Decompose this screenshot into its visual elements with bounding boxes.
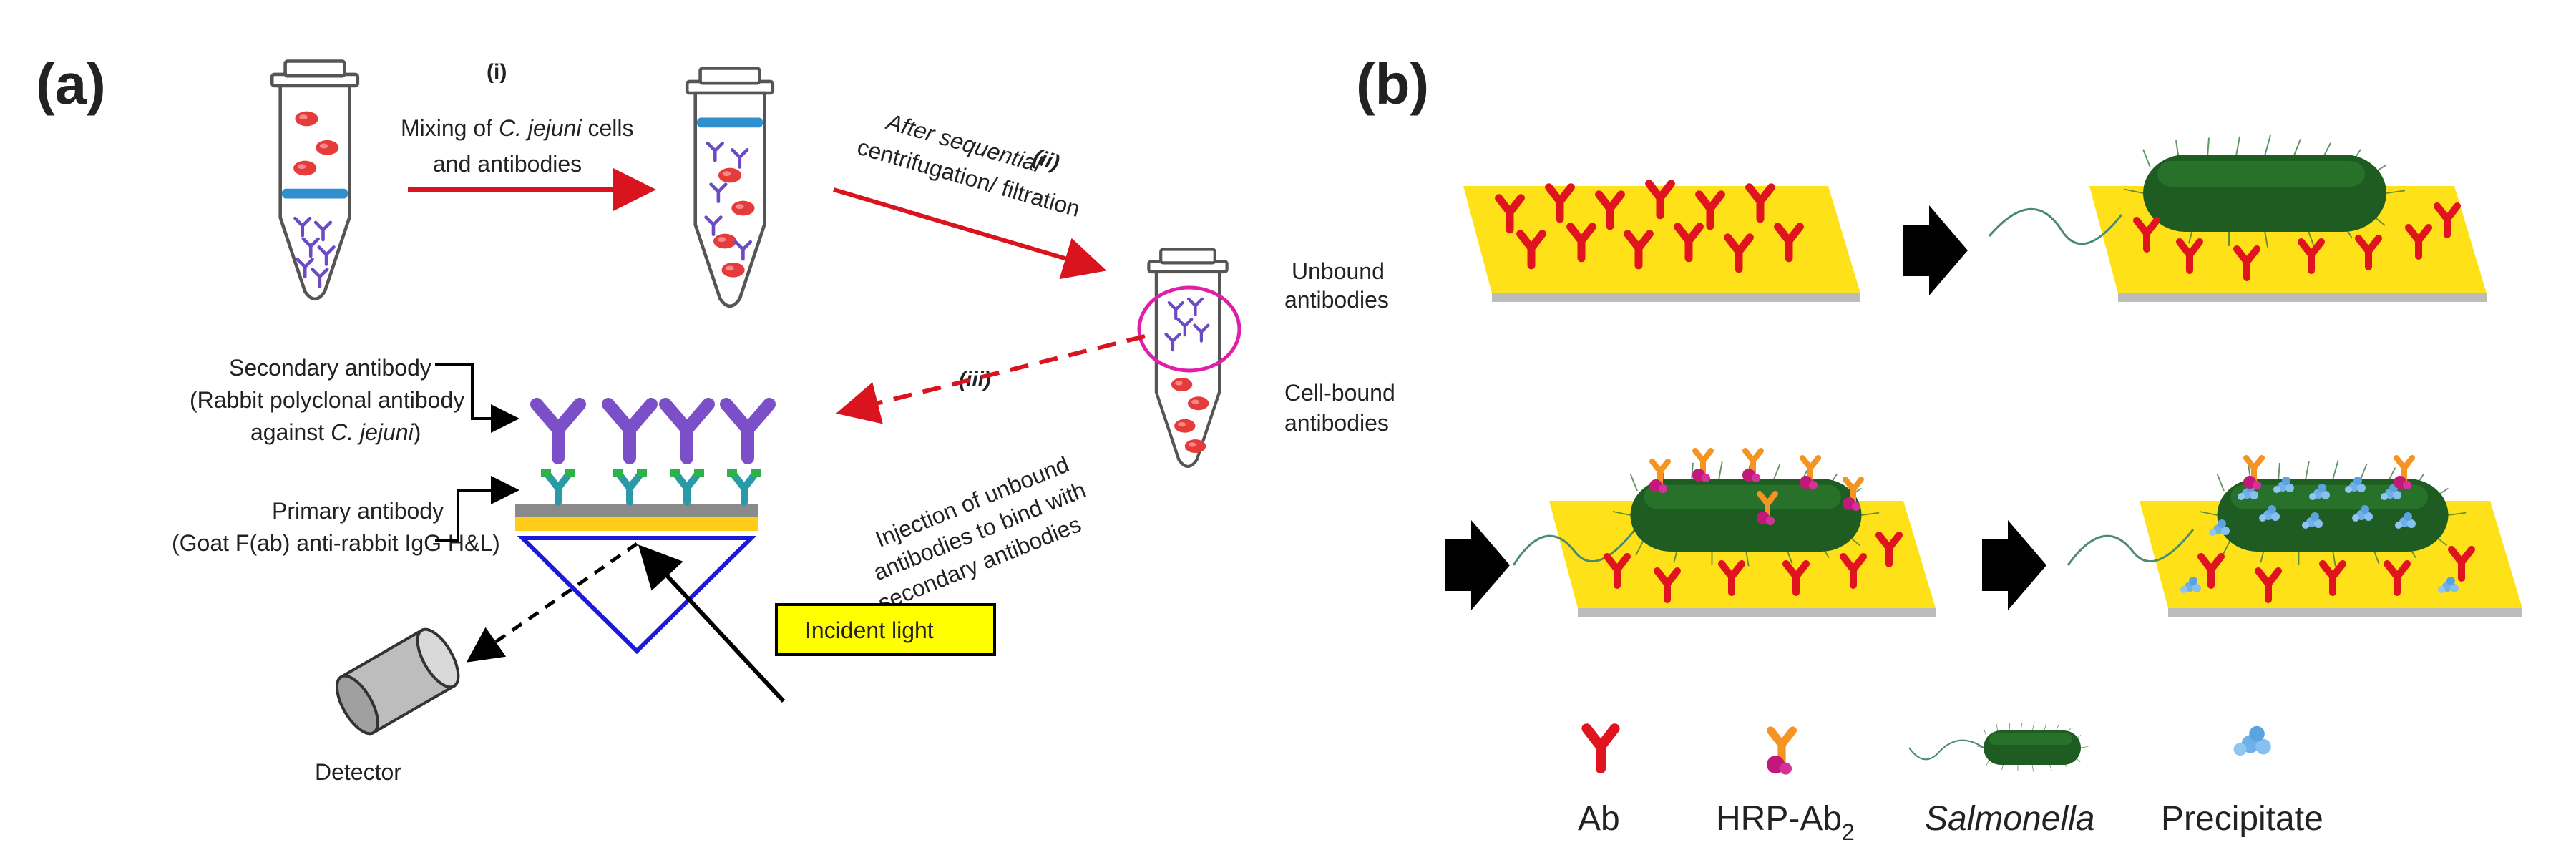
step-2-text: (ii) After sequential centrifugation/ fi… [854, 108, 1083, 222]
primary-antibody-line-2: (Goat F(ab) anti-rabbit IgG H&L) [172, 530, 500, 556]
cell-bound-label-1: Cell-bound [1284, 380, 1395, 406]
step-1-number: (i) [487, 60, 507, 84]
tube-icon [272, 62, 358, 299]
panel-b-label: (b) [1356, 52, 1429, 116]
primary-antibodies [541, 469, 761, 506]
antibody-icon [1586, 728, 1614, 768]
legend-salmonella: Salmonella [1925, 800, 2094, 838]
precipitate-icon [2233, 725, 2271, 756]
secondary-pointer-line [435, 363, 519, 433]
arrow-step-2 [833, 187, 1107, 280]
primary-antibody-line-1: Primary antibody [272, 498, 444, 524]
reflected-light-line [466, 542, 638, 663]
prism-icon [517, 536, 757, 655]
cell-bound-label-2: antibodies [1284, 410, 1389, 436]
step-1-line-2: and antibodies [433, 151, 582, 177]
tube-icon [1148, 250, 1226, 466]
surface-step-3 [1512, 451, 1936, 617]
incident-light-line [638, 544, 786, 703]
process-arrow-icon [1903, 205, 1968, 295]
primary-pointer-line [435, 476, 519, 542]
surface-step-1 [1463, 184, 1860, 302]
sensor-chip [515, 398, 776, 531]
step-1-line-1: Mixing of C. jejuni cells [401, 115, 633, 141]
bacterium-icon [1908, 721, 2089, 772]
legend-ab: Ab [1578, 800, 1620, 838]
panel-b: (b) [1356, 52, 2522, 845]
incident-light-box [775, 603, 996, 656]
legend-precipitate: Precipitate [2161, 800, 2323, 838]
step-3-text: Injection of unbound antibodies to bind … [869, 451, 1089, 615]
unbound-label-2: antibodies [1284, 287, 1389, 313]
incident-light-label: Incident light [805, 617, 934, 643]
hrp-antibody-icon [1767, 730, 1792, 775]
secondary-antibody-line-1: Secondary antibody [229, 355, 431, 381]
detector-label: Detector [315, 759, 401, 785]
legend-hrp: HRP-Ab2 [1716, 800, 1855, 845]
panel-a-label: (a) [36, 52, 106, 116]
unbound-highlight-circle [1137, 285, 1241, 373]
tube-icon [687, 69, 773, 306]
surface-step-4 [2067, 458, 2522, 617]
surface-step-2 [1988, 135, 2487, 302]
panel-a: (a) (i) Mixing of C. jejuni cells and an… [36, 52, 1395, 785]
arrow-step-3 [836, 334, 1146, 424]
process-arrow-icon [1445, 520, 1510, 610]
secondary-antibody-line-3: against C. jejuni) [250, 419, 421, 445]
legend: Ab HRP-Ab2 Salmonella Precipitate [1578, 721, 2323, 845]
secondary-antibodies [530, 398, 776, 464]
unbound-label-1: Unbound [1292, 258, 1385, 284]
secondary-antibody-line-2: (Rabbit polyclonal antibody [190, 387, 464, 413]
detector-icon [335, 627, 460, 736]
process-arrow-icon [1982, 520, 2046, 610]
